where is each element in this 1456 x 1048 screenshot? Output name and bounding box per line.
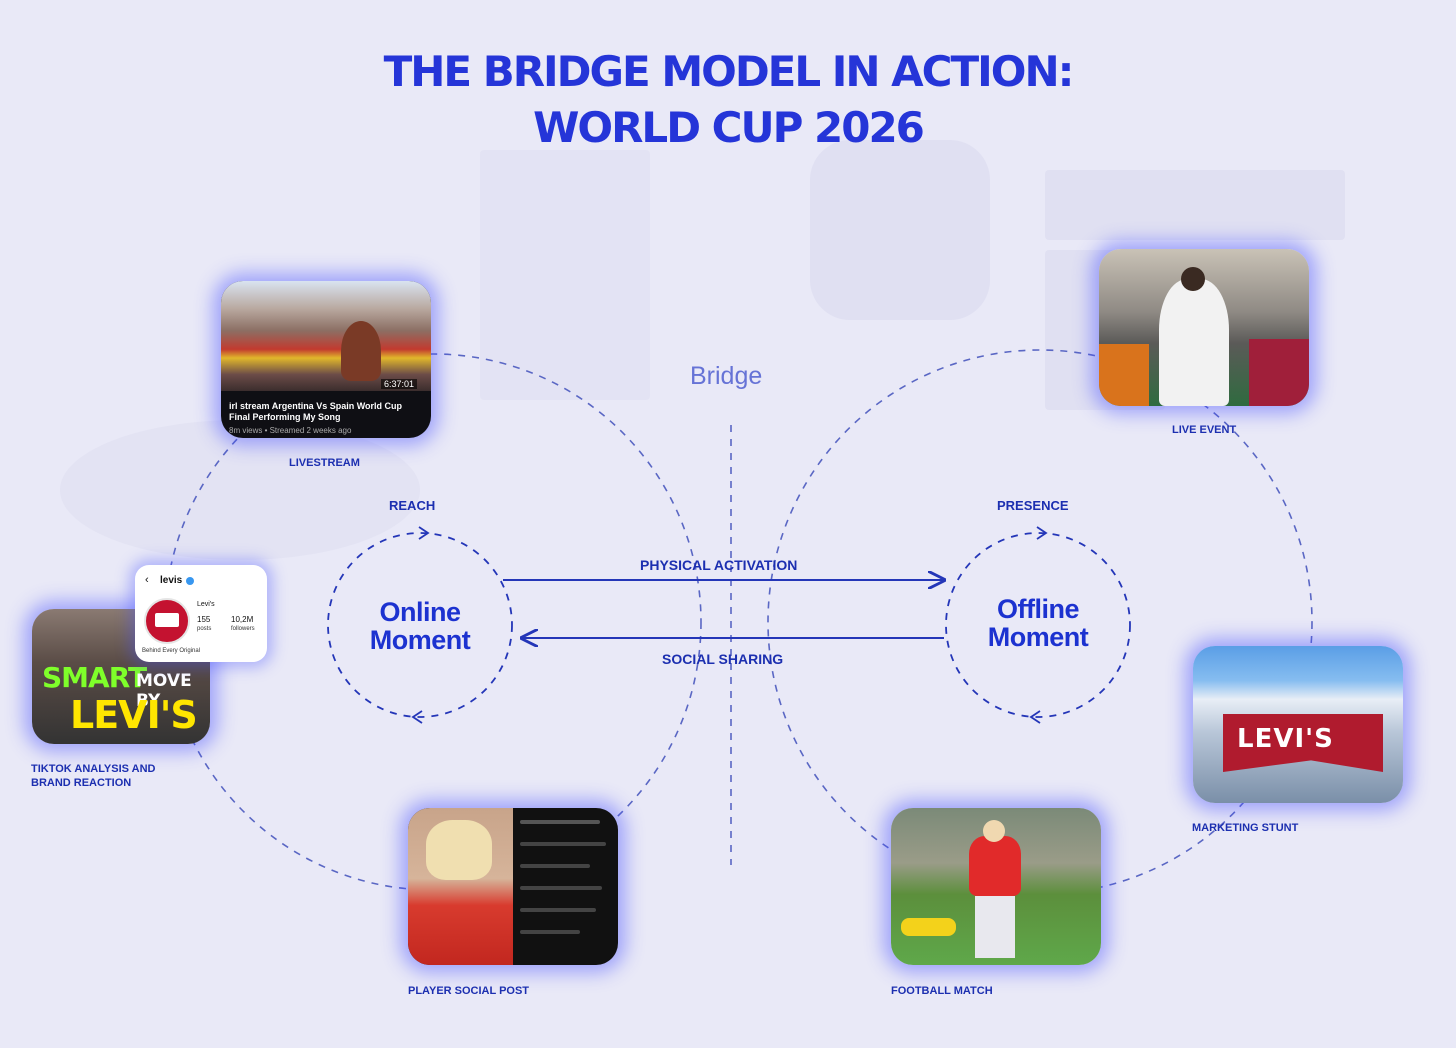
player-head (983, 820, 1005, 842)
comment-line (520, 886, 602, 890)
physical-activation-label: PHYSICAL ACTIVATION (640, 557, 798, 573)
diagram-title-line-2: WORLD CUP 2026 (533, 103, 925, 152)
stadium-crowd-image (221, 281, 431, 391)
background-block (480, 150, 650, 400)
comment-line (520, 908, 596, 912)
online-circle-bottom-arrow (411, 710, 423, 724)
levis-logo-avatar[interactable] (144, 598, 190, 644)
profile-handle: levis (160, 575, 183, 586)
levis-sign-text: LEVI'S (1237, 724, 1334, 754)
tiktok-label: TIKTOK ANALYSIS AND BRAND REACTION (31, 763, 156, 789)
bridge-label: Bridge (690, 362, 763, 390)
online-moment-circle (327, 532, 513, 718)
live-event-card[interactable] (1099, 249, 1309, 406)
marketing-stunt-label: MARKETING STUNT (1192, 822, 1299, 834)
video-duration: 6:37:01 (380, 379, 417, 389)
comment-line (520, 930, 580, 934)
comment-line (520, 820, 600, 824)
player-shorts (975, 896, 1015, 958)
posts-label: posts (197, 626, 212, 632)
player-red-kit (969, 836, 1021, 896)
offline-moment-label: Offline Moment (987, 594, 1089, 652)
tiktok-overlay-move-by: MOVE BY (136, 671, 192, 711)
verified-badge-icon (186, 577, 194, 585)
player-social-post-card[interactable] (408, 808, 618, 965)
tiktok-overlay-levis: LEVI'S (70, 693, 198, 737)
livestream-label: LIVESTREAM (289, 457, 360, 469)
streamer-figure (341, 321, 381, 381)
fan-figure (1099, 344, 1149, 406)
background-block (810, 140, 990, 320)
followers-label: followers (231, 626, 255, 632)
live-event-label: LIVE EVENT (1172, 424, 1237, 436)
fallen-player (901, 918, 956, 936)
offline-circle-bottom-arrow (1029, 710, 1041, 724)
online-moment-label: Online Moment (369, 597, 471, 655)
comment-line (520, 864, 590, 868)
livestream-card[interactable]: 6:37:01 irl stream Argentina Vs Spain Wo… (221, 281, 431, 438)
football-match-card[interactable] (891, 808, 1101, 965)
posts-count: 155 (197, 615, 211, 624)
back-chevron-icon[interactable]: ‹ (145, 574, 149, 586)
comment-line (520, 842, 606, 846)
fan-figure (1249, 339, 1309, 406)
followers-count: 10,2M (231, 615, 254, 624)
social-sharing-label: SOCIAL SHARING (662, 651, 784, 667)
football-match-label: FOOTBALL MATCH (891, 985, 993, 997)
profile-bio: Behind Every Original (142, 648, 201, 654)
diagram-title-line-1: THE BRIDGE MODEL IN ACTION: (383, 47, 1075, 96)
background-block (1045, 170, 1345, 240)
online-circle-top-arrow (418, 526, 430, 540)
performer-figure (1159, 279, 1229, 406)
reach-label: REACH (389, 498, 436, 513)
player-hair (426, 820, 492, 880)
performer-head (1181, 267, 1205, 291)
offline-circle-top-arrow (1036, 526, 1048, 540)
marketing-stunt-card[interactable]: LEVI'S (1193, 646, 1403, 803)
offline-orbit (767, 349, 1313, 895)
video-title: irl stream Argentina Vs Spain World Cup … (229, 401, 403, 422)
video-meta: 8m views • Streamed 2 weeks ago (229, 426, 352, 435)
levis-profile-card[interactable]: ‹ levis Levi's 155 posts 10,2M followers… (135, 565, 267, 662)
background-block (60, 420, 420, 560)
tiktok-overlay-smart: SMART (42, 661, 147, 694)
player-social-post-label: PLAYER SOCIAL POST (408, 985, 530, 997)
offline-moment-circle (945, 532, 1131, 718)
presence-label: PRESENCE (997, 498, 1069, 513)
profile-name: Levi's (197, 601, 215, 608)
